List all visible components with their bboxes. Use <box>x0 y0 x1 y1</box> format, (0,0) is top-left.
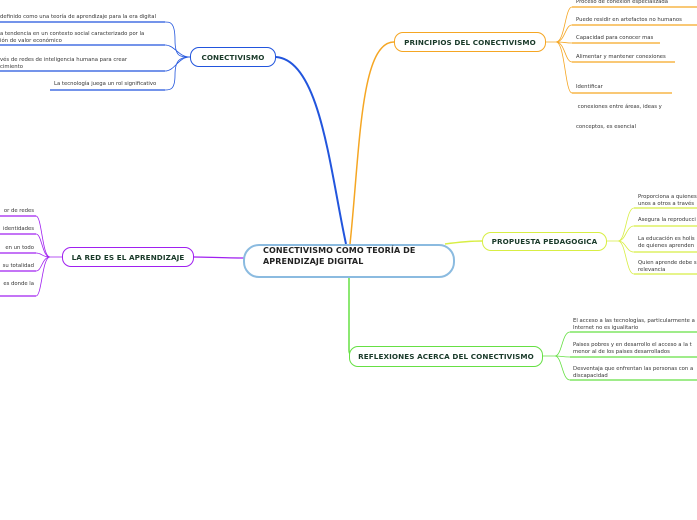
subtopic-conectivismo-3[interactable]: vés de redes de inteligencia humana para… <box>0 57 128 70</box>
root-topic[interactable]: CONECTIVISMO COMO TEORÍA DE APRENDIZAJE … <box>243 244 455 278</box>
subtopic-la-red-5[interactable]: es donde la <box>3 281 34 287</box>
subtopic-principios-2[interactable]: Puede residir en artefactos no humanos <box>576 17 682 23</box>
subtopic-propuesta-3[interactable]: La educación es holís de quienes aprende… <box>638 236 695 249</box>
subtopic-conectivismo-4[interactable]: La tecnología juega un rol significativo <box>54 81 157 87</box>
subtopic-propuesta-4[interactable]: Quien aprende debe s relevancia <box>638 260 697 273</box>
subtopic-propuesta-1[interactable]: Proporciona a quienes unos a otros a tra… <box>638 194 697 207</box>
topic-conectivismo[interactable]: CONECTIVISMO <box>190 47 276 67</box>
subtopic-principios-1[interactable]: Proceso de conexión especializada <box>576 0 668 5</box>
subtopic-reflexiones-2[interactable]: Paises pobres y en desarrollo el acceso … <box>573 342 692 355</box>
subtopic-propuesta-2[interactable]: Asegura la reproducci <box>638 217 696 223</box>
topic-la-red-es-el-aprendizaje[interactable]: LA RED ES EL APRENDIZAJE <box>62 247 194 267</box>
topic-propuesta-pedagogica[interactable]: PROPUESTA PEDAGOGICA <box>482 232 607 251</box>
topic-reflexiones[interactable]: REFLEXIONES ACERCA DEL CONECTIVISMO <box>349 346 543 367</box>
subtopic-reflexiones-3[interactable]: Desventaja que enfrentan las personas co… <box>573 366 694 379</box>
topic-label: REFLEXIONES ACERCA DEL CONECTIVISMO <box>358 352 534 361</box>
subtopic-conectivismo-2[interactable]: a tendencia en un contexto social caract… <box>0 31 145 44</box>
subtopic-la-red-1[interactable]: or de redes <box>3 208 34 214</box>
subtopic-principios-3[interactable]: Capacidad para conocer mas <box>576 35 654 41</box>
subtopic-la-red-3[interactable]: en un todo <box>5 245 34 251</box>
topic-label: PRINCIPIOS DEL CONECTIVISMO <box>404 37 536 47</box>
subtopic-reflexiones-1[interactable]: El acceso a las tecnologías, particularm… <box>573 318 695 331</box>
topic-label: PROPUESTA PEDAGOGICA <box>491 237 598 246</box>
subtopic-la-red-2[interactable]: identidades <box>3 226 34 232</box>
subtopic-principios-5[interactable]: Identificar conexiones entre áreas, idea… <box>576 84 662 130</box>
topic-label: CONECTIVISMO <box>201 52 265 62</box>
root-topic-line1: CONECTIVISMO COMO TEORÍA DE <box>263 246 416 255</box>
subtopic-principios-4[interactable]: Alimentar y mantener conexiones <box>576 54 666 60</box>
topic-label: LA RED ES EL APRENDIZAJE <box>71 252 185 262</box>
topic-principios[interactable]: PRINCIPIOS DEL CONECTIVISMO <box>394 32 546 52</box>
root-topic-line2: APRENDIZAJE DIGITAL <box>263 256 364 266</box>
subtopic-la-red-4[interactable]: su totalidad <box>2 263 34 269</box>
subtopic-conectivismo-1[interactable]: definido como una teoría de aprendizaje … <box>0 14 156 20</box>
